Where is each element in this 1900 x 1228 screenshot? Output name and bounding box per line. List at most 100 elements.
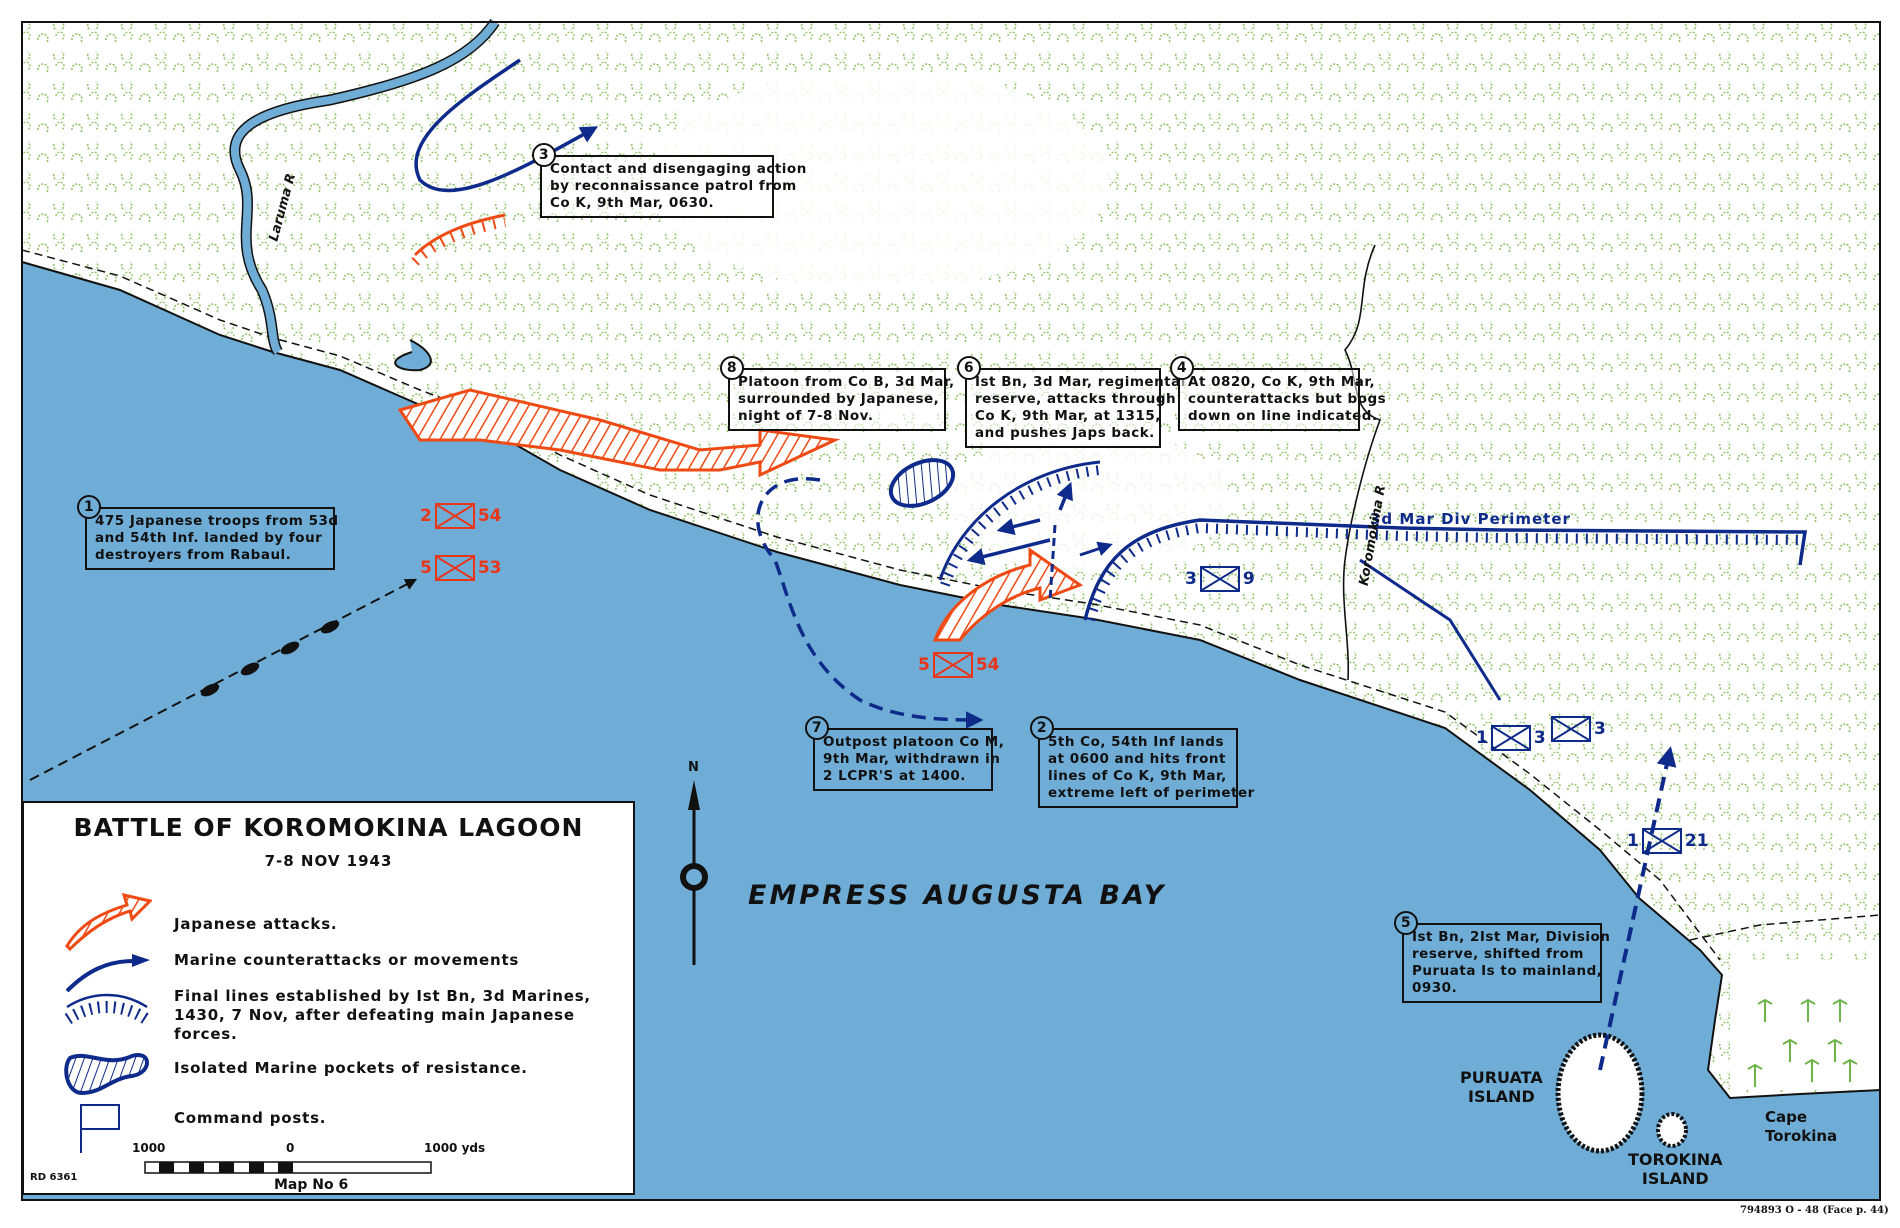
- text: Platoon from Co B, 3d Mar,: [738, 374, 955, 390]
- command-post-marine: 3: [1548, 716, 1606, 742]
- destroyer-icons: [200, 620, 340, 697]
- text: ISLAND: [1641, 1169, 1709, 1188]
- scale-label-right: 1000 yds: [424, 1141, 486, 1155]
- callout-number: 8: [720, 356, 744, 380]
- legend-label: Japanese attacks.: [174, 915, 338, 933]
- reserve-shift-arrow: [1598, 746, 1677, 1071]
- counterattack-arrow: [1056, 481, 1073, 511]
- text: 21: [1684, 831, 1709, 851]
- torokina-island: [1656, 1112, 1688, 1148]
- unit-box-icon: [1490, 725, 1531, 751]
- perimeter-line: [1083, 518, 1808, 621]
- callout-number: 2: [1030, 716, 1054, 740]
- legend-panel: BATTLE OF KOROMOKINA LAGOON 7-8 NOV 1943…: [22, 801, 635, 1195]
- text: At 0820, Co K, 9th Mar,: [1188, 374, 1376, 390]
- text: 54: [477, 506, 502, 526]
- text: 3: [1185, 569, 1197, 589]
- command-post-marine: 1 21: [1627, 828, 1709, 854]
- lagoon: [394, 339, 432, 372]
- unit-box-icon: [1551, 716, 1591, 742]
- counterattack-arrow-4: [1079, 541, 1113, 557]
- text: night of 7-8 Nov.: [738, 408, 874, 424]
- text: 2: [420, 506, 432, 526]
- map-number: Map No 6: [274, 1177, 349, 1193]
- marine-movement-arrow-icon: [65, 954, 150, 993]
- scale-label-left: 1000: [132, 1141, 166, 1155]
- text: at 0600 and hits front: [1048, 751, 1226, 767]
- text: Co K, 9th Mar, at 1315,: [975, 408, 1161, 424]
- text: Contact and disengaging action: [550, 161, 807, 177]
- text: 3: [1594, 719, 1606, 739]
- final-line-icon: [64, 993, 150, 1025]
- text: ISLAND: [1468, 1087, 1535, 1106]
- text: reserve, shifted from: [1412, 946, 1584, 962]
- palm-area: [1730, 960, 1880, 1090]
- text: 9th Mar, withdrawn in: [823, 751, 1001, 767]
- text: counterattacks but bogs: [1188, 391, 1387, 407]
- text: down on line indicated.: [1188, 408, 1378, 424]
- text: 1: [1627, 831, 1639, 851]
- unit-box-icon: [434, 503, 475, 529]
- recon-patrol-arrow: [414, 58, 599, 193]
- counterattack-arrow: [996, 518, 1041, 536]
- text: Puruata Is to mainland,: [1412, 963, 1603, 979]
- japanese-line-patrol: [413, 213, 506, 257]
- japanese-attack-arrow-icon: [65, 892, 152, 951]
- unit-symbol-japanese: 2 54: [420, 503, 502, 529]
- legend-label: Final lines established by Ist Bn, 3d Ma…: [174, 987, 591, 1043]
- map-title: BATTLE OF KOROMOKINA LAGOON: [73, 813, 584, 842]
- text: 5: [918, 655, 930, 675]
- north-arrow-icon: [680, 780, 708, 965]
- text: Ist Bn, 3d Mar, regimental: [975, 374, 1186, 390]
- puruata-island: [1555, 1032, 1645, 1154]
- isolated-pocket: [888, 458, 956, 508]
- text: 5th Co, 54th Inf lands: [1048, 734, 1224, 750]
- outpost-withdrawal-arrow: [756, 476, 984, 729]
- scale-bar: [144, 1161, 432, 1174]
- co-k-line: [1359, 558, 1502, 701]
- text: Outpost platoon Co M,: [823, 734, 1005, 750]
- text: 9: [1242, 569, 1255, 589]
- text: 1: [1476, 728, 1488, 748]
- text: 0930.: [1412, 980, 1458, 996]
- callout-number: 3: [532, 143, 556, 167]
- text: Ist Bn, 2Ist Mar, Division: [1412, 929, 1611, 945]
- text: Cape: [1765, 1108, 1808, 1126]
- text: surrounded by Japanese,: [738, 391, 940, 407]
- text: Torokina: [1765, 1127, 1838, 1145]
- text: PURUATA: [1460, 1068, 1543, 1087]
- text: 475 Japanese troops from 53d: [95, 513, 339, 529]
- bay-label: EMPRESS AUGUSTA BAY: [748, 880, 1167, 911]
- text: Co K, 9th Mar, 0630.: [550, 195, 715, 211]
- text: 54: [975, 655, 1000, 675]
- unit-box-icon: [932, 652, 973, 678]
- koromokina-river: [1342, 244, 1382, 681]
- legend-label: Marine counterattacks or movements: [174, 951, 520, 969]
- north-label: N: [688, 760, 699, 775]
- unit-box-icon: [1641, 828, 1682, 854]
- text: extreme left of perimeter: [1048, 785, 1255, 801]
- callout-number: 7: [805, 716, 829, 740]
- legend-label: Command posts.: [174, 1109, 327, 1127]
- footer-print-code: 794893 O - 48 (Face p. 44): [1740, 1205, 1889, 1216]
- japanese-attack-main: [397, 388, 841, 478]
- command-post-flag-icon: [80, 1104, 120, 1153]
- text: destroyers from Rabaul.: [95, 547, 292, 563]
- text: TOROKINA: [1628, 1150, 1723, 1169]
- reference-code: RD 6361: [30, 1172, 78, 1183]
- callout-number: 4: [1170, 356, 1194, 380]
- scale-label-zero: 0: [286, 1141, 295, 1155]
- text: and 54th Inf. landed by four: [95, 530, 323, 546]
